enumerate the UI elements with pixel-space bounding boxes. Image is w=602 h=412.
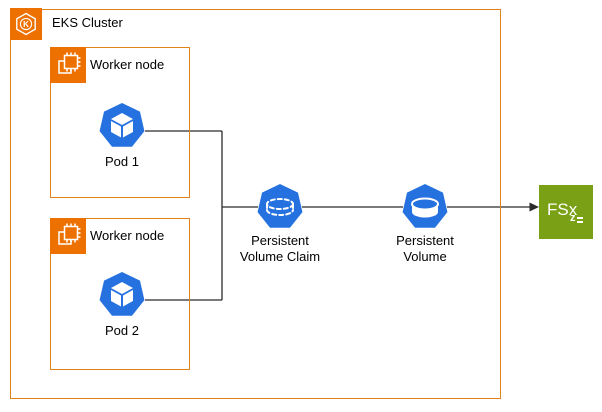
pvc-label-line2: Volume Claim xyxy=(239,249,321,264)
worker-node-2-label: Worker node xyxy=(90,228,165,243)
fsx-openzfs-glyph: z xyxy=(570,213,583,224)
fsx-bars-icon xyxy=(577,217,583,223)
svg-text:K: K xyxy=(23,20,29,29)
worker-node-1-group xyxy=(50,47,190,198)
cpu-chip-icon xyxy=(58,223,81,245)
pod-1-node xyxy=(98,102,146,150)
worker-node-2-icon xyxy=(50,218,86,254)
fsx-label: FSx xyxy=(547,200,578,219)
pv-label-line1: Persistent xyxy=(396,233,454,248)
worker-node-2-group xyxy=(50,218,190,370)
arrowhead-icon xyxy=(529,202,539,212)
kubernetes-pod-icon xyxy=(99,103,145,147)
persistent-volume-icon xyxy=(402,184,448,228)
worker-node-1-label: Worker node xyxy=(90,57,165,72)
eks-cluster-group xyxy=(10,9,501,399)
fsx-node: FSx z xyxy=(539,185,593,239)
persistent-volume-claim-icon xyxy=(257,184,303,228)
cluster-label: EKS Cluster xyxy=(52,15,123,30)
kubernetes-pod-icon xyxy=(99,272,145,316)
pv-node xyxy=(401,183,449,231)
pvc-node xyxy=(256,183,304,231)
cpu-chip-icon xyxy=(58,52,81,74)
worker-node-1-icon xyxy=(50,47,86,83)
pv-label-line2: Volume xyxy=(403,249,447,264)
pod-1-label: Pod 1 xyxy=(105,154,139,169)
eks-hexagon-k-icon: K xyxy=(16,12,36,36)
eks-cluster-icon: K xyxy=(10,8,42,40)
pvc-label-line1: Persistent xyxy=(251,233,309,248)
pod-2-label: Pod 2 xyxy=(105,323,139,338)
pod-2-node xyxy=(98,271,146,319)
fsx-sub-label: z xyxy=(570,212,576,224)
